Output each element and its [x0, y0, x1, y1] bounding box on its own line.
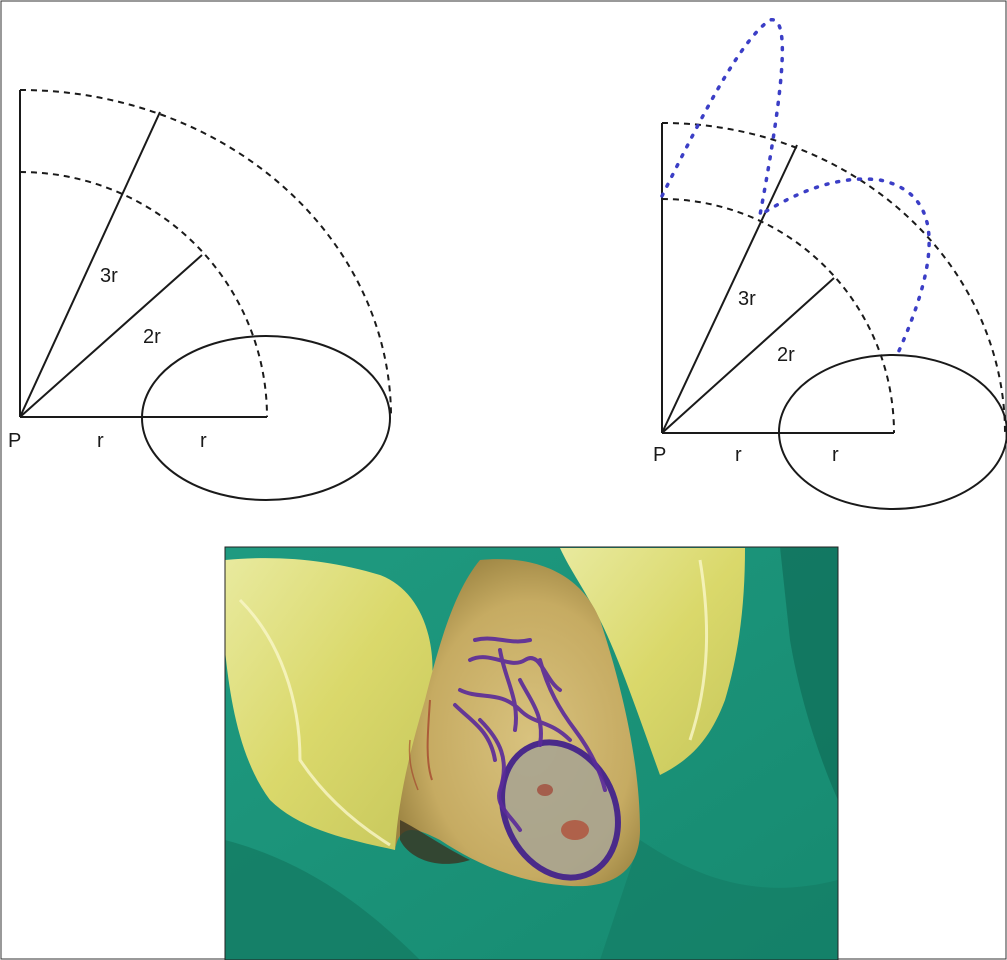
left-radius-3r: [20, 112, 160, 417]
right-radius-3r: [662, 145, 797, 433]
left-point-label: P: [8, 430, 21, 452]
right-arc-2r: [662, 199, 894, 433]
left-radius-label-2: r: [200, 430, 207, 452]
right-label-2r: 2r: [777, 344, 795, 366]
right-label-3r: 3r: [738, 288, 756, 310]
right-point-label: P: [653, 444, 666, 466]
left-arc-2r: [20, 172, 267, 417]
right-flap-dotted-outline: [662, 20, 929, 353]
defect-red-spot-2: [537, 784, 553, 796]
right-radius-label-2: r: [832, 444, 839, 466]
defect-red-spot: [561, 820, 589, 840]
left-radius-label-1: r: [97, 430, 104, 452]
left-label-2r: 2r: [143, 326, 161, 348]
right-radius-label-1: r: [735, 444, 742, 466]
clinical-photo: [225, 547, 838, 960]
left-label-3r: 3r: [100, 265, 118, 287]
